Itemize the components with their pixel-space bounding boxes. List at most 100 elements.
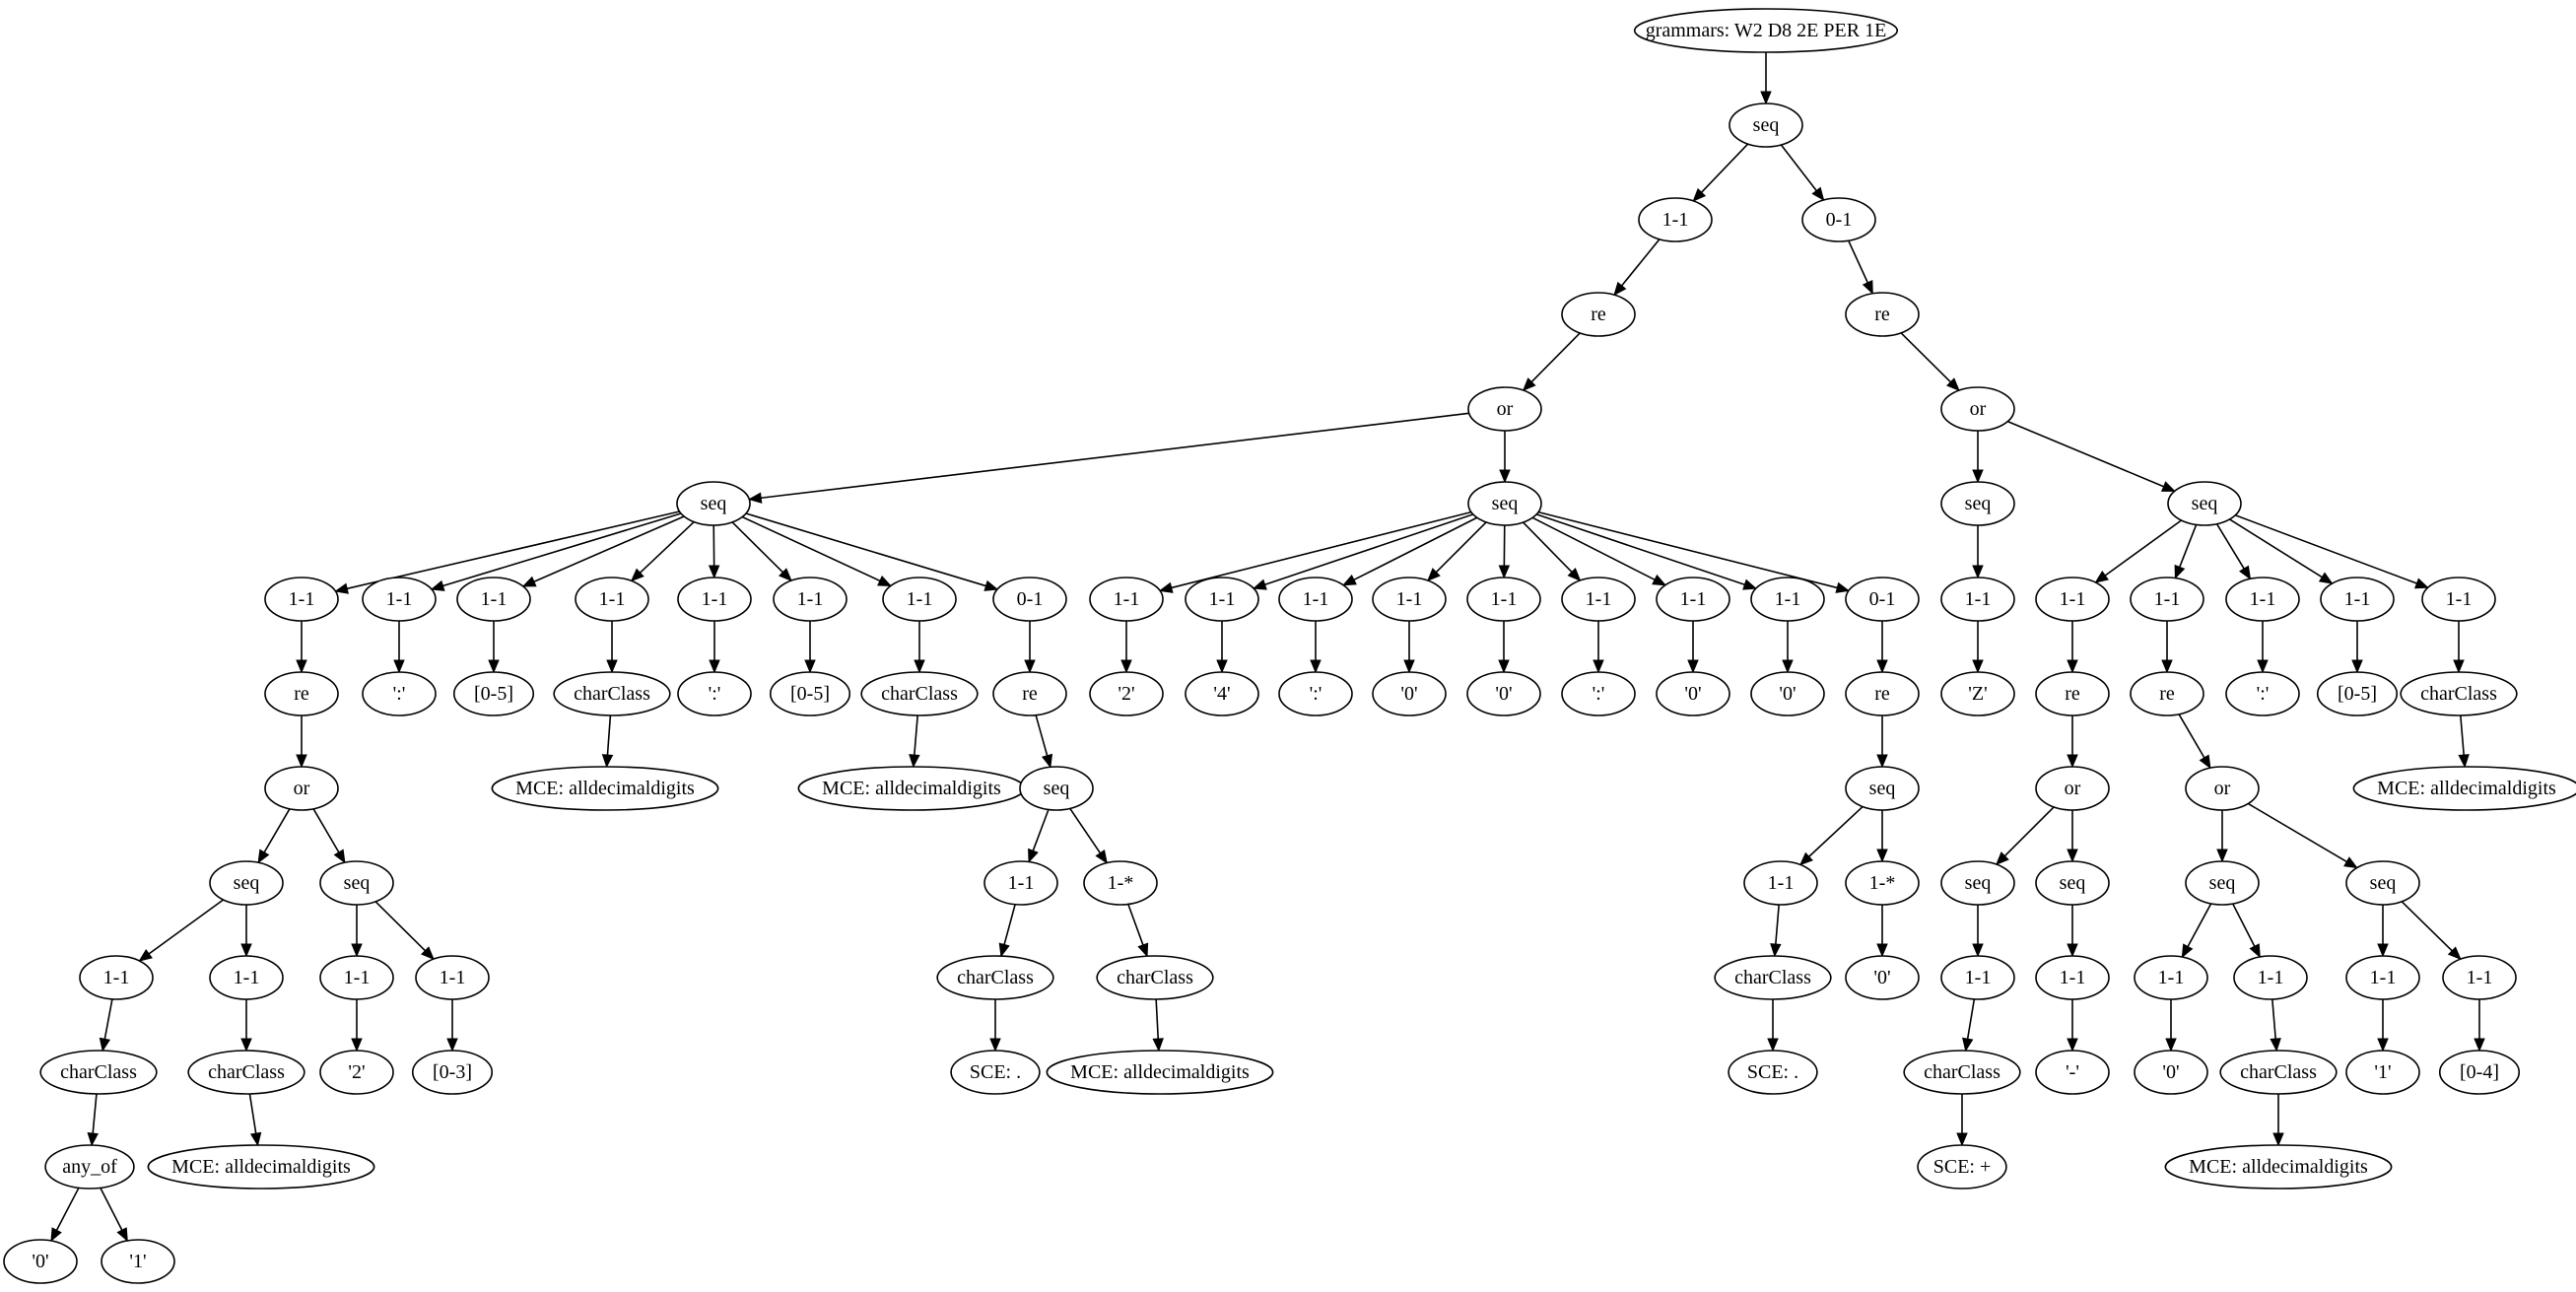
edge-line	[639, 521, 695, 574]
arrowhead	[1095, 850, 1108, 864]
node-label: 1-1	[440, 967, 466, 988]
edge-line	[263, 808, 291, 853]
arrowhead	[138, 948, 153, 962]
node-label: 0-1	[1869, 588, 1896, 610]
node-label: 1-1	[2158, 967, 2185, 988]
edge-line	[1035, 714, 1049, 756]
edge-arrow	[296, 621, 307, 674]
node-label: 1-1	[599, 588, 626, 610]
node-sce: SCE: .	[1728, 1050, 1818, 1095]
edge-arrow	[1158, 510, 1472, 593]
arrowhead	[1028, 848, 1039, 863]
edge-arrow	[1900, 332, 1960, 392]
arrowhead	[2067, 754, 2078, 769]
arrowhead	[779, 568, 792, 582]
node-ellipse	[677, 671, 752, 716]
arrowhead	[351, 1038, 363, 1053]
node-label: 1-1	[797, 588, 824, 610]
edge-arrow	[1127, 904, 1149, 958]
node-charclass: charClass	[2219, 1050, 2338, 1095]
edge-arrow	[1780, 144, 1825, 202]
edge-arrow	[1403, 621, 1415, 674]
edge-arrow	[2257, 621, 2269, 674]
node-ellipse	[1940, 386, 2015, 432]
node-label: 1-1	[1303, 588, 1329, 610]
arrowhead	[2343, 856, 2358, 869]
node-0-5: [0-5]	[769, 671, 851, 716]
tree-nodes: grammars: W2 D8 2E PER 1E seq 1-1 0-1 re or se…	[3, 8, 2576, 1284]
arrowhead	[1962, 1037, 1974, 1053]
node-label: 0-1	[1826, 209, 1853, 231]
node-label: [0-5]	[474, 683, 513, 705]
edge-arrow	[606, 621, 618, 674]
node-ellipse	[491, 766, 719, 811]
arrowhead	[2377, 1038, 2389, 1053]
node-label: seq	[1965, 493, 1992, 514]
arrowhead	[1310, 659, 1322, 674]
edge-arrow	[1593, 621, 1604, 674]
node-label: seq	[2370, 872, 2397, 894]
arrowhead	[983, 579, 999, 591]
node-ellipse	[319, 860, 394, 906]
edge-arrow	[1028, 809, 1050, 863]
node-ellipse	[1089, 577, 1164, 622]
node-ellipse	[769, 671, 851, 716]
node-label: seq	[2209, 872, 2236, 894]
edge-arrow	[1962, 998, 1976, 1053]
node-label: charClass	[208, 1061, 285, 1083]
arrowhead	[421, 946, 435, 961]
node-ellipse	[2130, 577, 2204, 622]
edge-arrow	[2067, 715, 2078, 769]
node-quote: '-'	[2035, 1050, 2110, 1095]
node-mce-alldecimaldigits: MCE: alldecimaldigits	[1046, 1050, 1274, 1095]
node-label: grammars: W2 D8 2E PER 1E	[1646, 20, 1887, 41]
arrowhead	[1024, 659, 1036, 674]
node-1-1: 1-1	[2442, 955, 2517, 1000]
node-label: or	[1497, 398, 1514, 420]
node-label: seq	[1753, 114, 1780, 136]
edge-arrow	[1152, 998, 1164, 1053]
node-label: 1-1	[1965, 588, 1992, 610]
arrowhead	[1767, 1038, 1779, 1053]
arrowhead	[50, 1227, 62, 1243]
node-seq: seq	[1467, 481, 1542, 526]
node-ellipse	[264, 766, 339, 811]
arrowhead	[1876, 754, 1888, 769]
edge-arrow	[2247, 802, 2358, 869]
node-label: 1-1	[289, 588, 315, 610]
edge-line	[1848, 239, 1868, 284]
edge-arrow	[240, 999, 252, 1053]
edge-line	[346, 510, 680, 590]
edge-arrow	[1426, 521, 1487, 582]
edge-arrow	[741, 515, 893, 587]
node-label: charClass	[1924, 1061, 2000, 1083]
node-ellipse	[2134, 1050, 2208, 1095]
edge-arrow	[630, 521, 695, 582]
node-ellipse	[1561, 577, 1636, 622]
arrowhead	[1972, 659, 1984, 674]
arrowhead	[989, 1038, 1001, 1053]
node-ellipse	[319, 1050, 394, 1095]
node-ellipse	[2219, 1050, 2338, 1095]
edge-arrow	[2161, 621, 2173, 674]
arrowhead	[1498, 565, 1511, 579]
node-ellipse	[319, 955, 394, 1000]
edge-arrow	[2474, 999, 2485, 1053]
node-or: or	[1940, 386, 2015, 432]
edge-arrow	[334, 510, 680, 594]
edge-arrow	[1310, 621, 1322, 674]
arrowhead	[2161, 659, 2173, 674]
node-1-1: 1-1	[1656, 577, 1730, 622]
node-0-5: [0-5]	[2316, 671, 2399, 716]
edge-arrow	[1522, 332, 1581, 391]
node-ellipse	[2035, 955, 2110, 1000]
arrowhead	[2067, 943, 2078, 958]
node-ellipse	[1845, 860, 1920, 906]
arrowhead	[747, 492, 763, 504]
node-label: re	[1874, 304, 1890, 325]
node-ellipse	[1185, 577, 1259, 622]
edge-arrow	[1876, 810, 1888, 863]
edge-arrow	[1760, 52, 1772, 105]
node-1-1: 1-1	[773, 577, 847, 622]
